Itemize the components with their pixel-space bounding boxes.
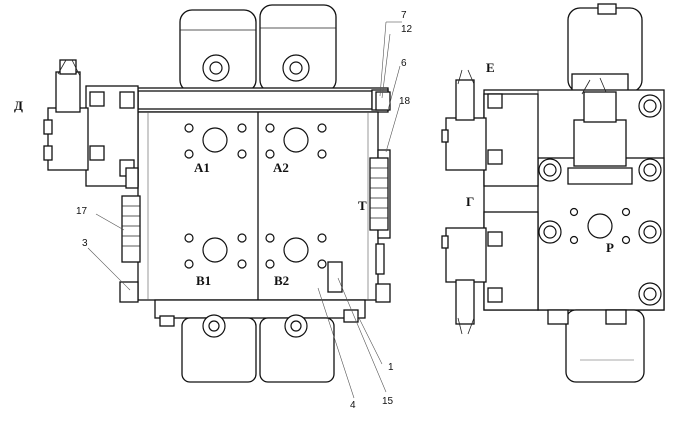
side-lower-solenoid xyxy=(441,211,539,335)
t-port-block xyxy=(369,149,391,239)
side-upper-solenoid xyxy=(441,69,539,187)
label-a2: А2 xyxy=(273,160,289,175)
solenoid-d xyxy=(43,59,139,187)
left-connectors xyxy=(119,167,141,303)
label-d: Д xyxy=(14,98,23,113)
hex-bolts xyxy=(538,94,662,306)
top-actuator-left xyxy=(179,9,257,93)
top-actuator-right xyxy=(259,4,337,93)
label-b2: В2 xyxy=(274,273,289,288)
side-bottom-actuator xyxy=(547,309,645,383)
section-1-ports xyxy=(184,123,247,269)
section-2-ports xyxy=(265,123,327,269)
callout-18: 18 xyxy=(399,96,411,107)
callout-6: 6 xyxy=(401,58,407,69)
leader-lines xyxy=(87,21,402,399)
callout-17: 17 xyxy=(76,206,88,217)
side-top-solenoid xyxy=(567,77,633,185)
label-e: Е xyxy=(486,60,495,75)
callout-12: 12 xyxy=(401,24,413,35)
label-p: Р xyxy=(606,240,614,255)
callout-1: 1 xyxy=(388,362,394,373)
bottom-actuators xyxy=(154,261,366,383)
label-a1: А1 xyxy=(194,160,210,175)
label-b1: В1 xyxy=(196,273,211,288)
front-view: Д А1 А2 В1 В2 Т 7 12 6 18 17 3 1 4 15 xyxy=(14,4,413,411)
callout-3: 3 xyxy=(82,238,88,249)
label-t: Т xyxy=(358,198,367,213)
label-g: Г xyxy=(466,194,474,209)
tie-rod-top xyxy=(119,87,389,113)
side-p-port xyxy=(569,207,631,245)
callout-15: 15 xyxy=(382,396,394,407)
callout-7: 7 xyxy=(401,10,407,21)
side-view: Е Г Р xyxy=(441,3,665,383)
callout-4: 4 xyxy=(350,400,356,411)
